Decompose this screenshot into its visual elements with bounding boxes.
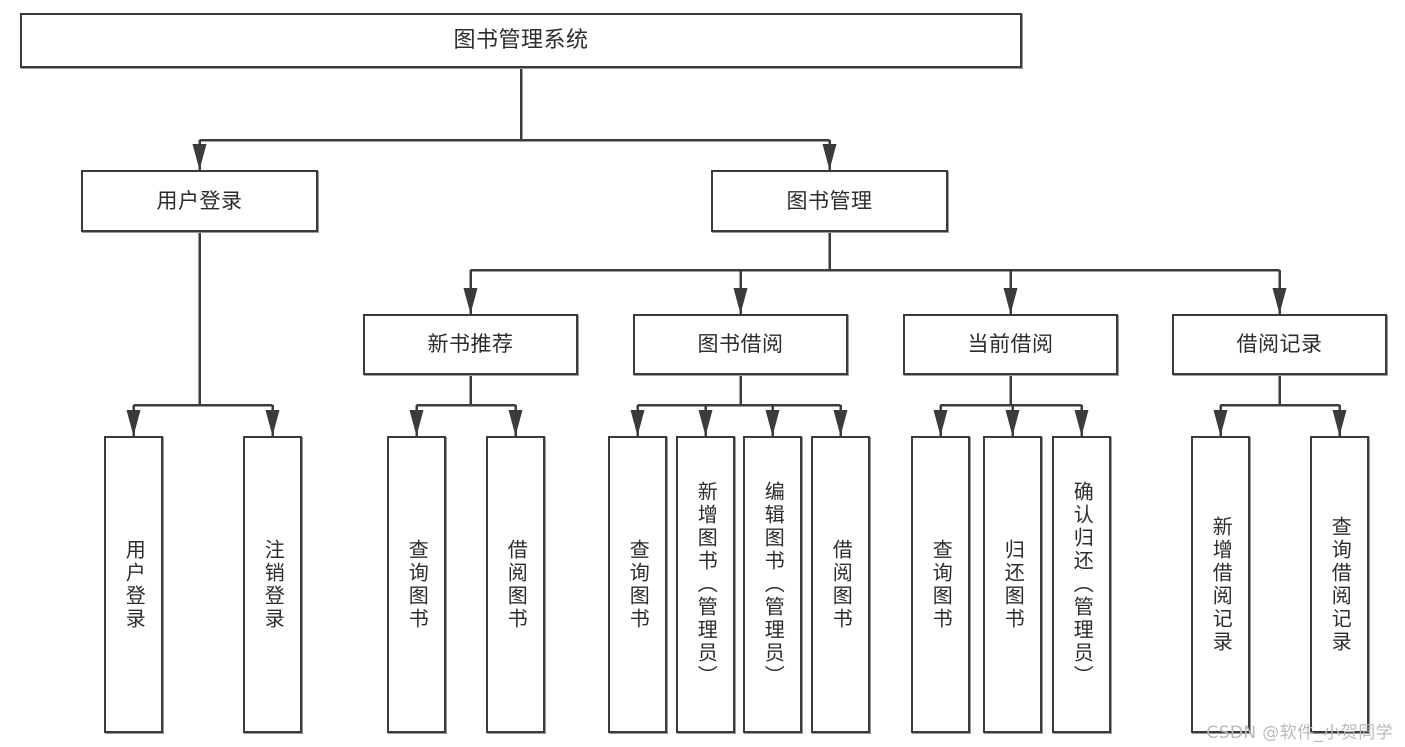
connector-arrowhead-icon — [508, 410, 523, 436]
node-leaf-bk-query[interactable]: 查询图书 — [608, 436, 667, 733]
node-leaf-cur-return[interactable]: 归还图书 — [983, 436, 1042, 733]
node-label: 图书管理 — [786, 188, 873, 213]
node-label: 查询图书 — [626, 538, 651, 631]
node-l2-borrow[interactable]: 图书借阅 — [633, 314, 848, 375]
node-label: 借阅图书 — [829, 538, 854, 631]
connector-arrowhead-icon — [1005, 410, 1020, 436]
node-leaf-nb-borrow[interactable]: 借阅图书 — [486, 436, 545, 733]
node-leaf-rec-add[interactable]: 新增借阅记录 — [1191, 436, 1250, 733]
connector-arrowhead-icon — [265, 410, 280, 436]
node-label: 确认归还（管理员） — [1070, 481, 1095, 688]
connector-arrowhead-icon — [1332, 410, 1347, 436]
connector-arrowhead-icon — [933, 410, 948, 436]
node-label: 查询借阅记录 — [1328, 515, 1353, 654]
connector-arrowhead-icon — [192, 144, 207, 170]
node-leaf-bk-add[interactable]: 新增图书（管理员） — [676, 436, 735, 733]
node-root[interactable]: 图书管理系统 — [20, 13, 1022, 68]
node-leaf-user-login[interactable]: 用户登录 — [104, 436, 163, 733]
node-l2-current[interactable]: 当前借阅 — [903, 314, 1118, 375]
node-label: 新书推荐 — [427, 332, 514, 357]
connector-arrowhead-icon — [463, 288, 478, 314]
node-label: 归还图书 — [1001, 538, 1026, 631]
connector-arrowhead-icon — [1074, 410, 1089, 436]
node-leaf-bk-borrow[interactable]: 借阅图书 — [811, 436, 870, 733]
node-leaf-cur-confirm[interactable]: 确认归还（管理员） — [1052, 436, 1111, 733]
node-leaf-bk-edit[interactable]: 编辑图书（管理员） — [743, 436, 802, 733]
connector-arrowhead-icon — [698, 410, 713, 436]
connector-arrowhead-icon — [733, 288, 748, 314]
node-label: 用户登录 — [122, 538, 147, 631]
node-label: 图书借阅 — [697, 332, 784, 357]
connector-arrowhead-icon — [409, 410, 424, 436]
node-l1-login[interactable]: 用户登录 — [81, 170, 318, 232]
node-leaf-cur-query[interactable]: 查询图书 — [911, 436, 970, 733]
node-label: 注销登录 — [261, 538, 286, 631]
connector-arrowhead-icon — [822, 144, 837, 170]
connector-arrowhead-icon — [765, 410, 780, 436]
node-label: 用户登录 — [156, 188, 243, 213]
node-l1-manage[interactable]: 图书管理 — [711, 170, 948, 232]
node-l2-record[interactable]: 借阅记录 — [1172, 314, 1387, 375]
node-label: 当前借阅 — [967, 332, 1054, 357]
node-label: 编辑图书（管理员） — [761, 481, 786, 688]
connector-arrowhead-icon — [1003, 288, 1018, 314]
node-label: 图书管理系统 — [453, 27, 589, 53]
node-leaf-nb-query[interactable]: 查询图书 — [387, 436, 446, 733]
node-label: 新增图书（管理员） — [694, 481, 719, 688]
node-label: 借阅图书 — [504, 538, 529, 631]
node-leaf-user-logout[interactable]: 注销登录 — [243, 436, 302, 733]
node-leaf-rec-query[interactable]: 查询借阅记录 — [1310, 436, 1369, 733]
connector-arrowhead-icon — [1213, 410, 1228, 436]
connector-arrowhead-icon — [630, 410, 645, 436]
node-label: 新增借阅记录 — [1209, 515, 1234, 654]
node-label: 查询图书 — [405, 538, 430, 631]
node-label: 查询图书 — [929, 538, 954, 631]
node-label: 借阅记录 — [1236, 332, 1323, 357]
node-l2-newbook[interactable]: 新书推荐 — [363, 314, 578, 375]
connector-arrowhead-icon — [126, 410, 141, 436]
connector-arrowhead-icon — [833, 410, 848, 436]
connector-arrowhead-icon — [1272, 288, 1287, 314]
